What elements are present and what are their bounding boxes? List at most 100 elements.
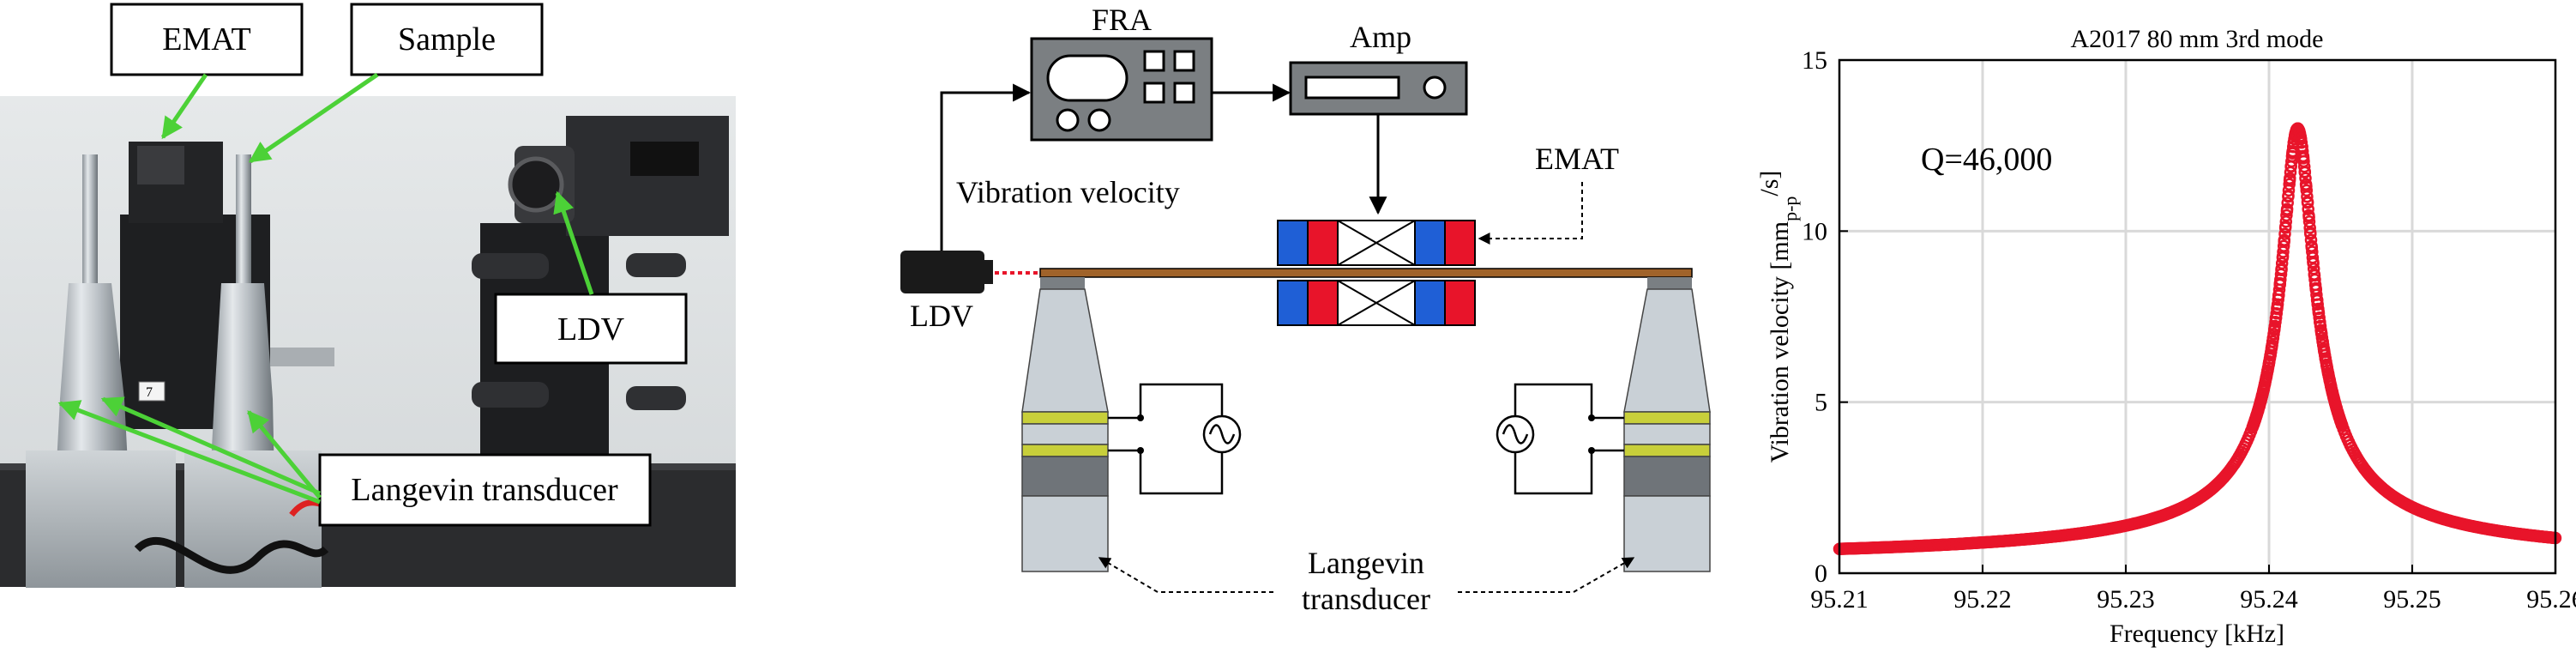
data-point: [2280, 203, 2294, 215]
magnet-lower-1: [1277, 280, 1309, 326]
label-box-emat: [110, 3, 304, 76]
emat-pointer: [1478, 182, 1583, 245]
data-point: [2278, 233, 2291, 246]
horn-left-electrode-2: [1021, 444, 1109, 457]
callout-langevin-3: [57, 400, 321, 505]
data-point: [2281, 197, 2294, 209]
y-tick-label: 0: [1815, 559, 1827, 588]
x-tick-label: 95.25: [2383, 585, 2441, 614]
magnet-lower-3: [1414, 280, 1446, 326]
langevin-pointer-left: [1098, 557, 1273, 593]
emat-label: EMAT: [1535, 142, 1619, 176]
y-tick-label: 5: [1815, 389, 1827, 417]
horn-right-backmass-2: [1623, 495, 1711, 572]
x-axis-label: Frequency [kHz]: [2110, 620, 2284, 648]
data-point: [2297, 160, 2311, 173]
coil-lower-x2: [1337, 280, 1416, 326]
fra-key-3: [1143, 82, 1165, 104]
horn-left-tip: [1040, 277, 1085, 289]
setup-photo: 7 EMAT Sample LDV Langevin transducer: [0, 3, 736, 588]
magnet-upper-4: [1444, 220, 1476, 266]
data-point: [2299, 178, 2313, 191]
magnet-upper-2: [1307, 220, 1339, 266]
ac-source-left-wave: [1208, 424, 1236, 444]
x-tick-label: 95.22: [1953, 585, 2012, 614]
data-point: [2275, 257, 2289, 270]
data-point: [2302, 209, 2315, 222]
photo-micrometer: [270, 348, 334, 366]
horn-right-piezo-gap: [1623, 423, 1711, 445]
photo-stage-knob-1: [472, 253, 549, 279]
ldv-nose: [983, 260, 993, 284]
horn-left-piezo-gap: [1021, 423, 1109, 445]
x-tick-label: 95.24: [2240, 585, 2298, 614]
y-axis-label-tail: /s]: [1755, 171, 1784, 197]
plot-area: [1839, 60, 2555, 573]
data-point: [2269, 311, 2283, 324]
y-axis-label-sub: p-p: [1779, 197, 1801, 221]
magnet-lower-2: [1307, 280, 1339, 326]
fra-knob-1: [1056, 108, 1080, 132]
photo-stage-knob-3: [626, 253, 686, 277]
photo-horn-left: [56, 283, 129, 481]
data-point: [2282, 184, 2296, 197]
langevin-label-line2: transducer: [1302, 582, 1430, 616]
photo-housing-right: [184, 450, 322, 588]
photo-horn-right-rod: [236, 154, 251, 283]
data-point: [2313, 311, 2326, 324]
plot-frame: [1838, 58, 2557, 575]
y-axis-label-main: Vibration velocity [mm: [1766, 221, 1794, 463]
y-axis-label-group: Vibration velocity [mmp-p/s]: [1755, 171, 1801, 463]
coil-upper-x2: [1337, 220, 1416, 266]
horn-left-circuit: [1139, 383, 1224, 495]
fra-key-2: [1173, 50, 1195, 72]
photo-sticker: [138, 381, 166, 402]
data-point: [2300, 184, 2314, 197]
x-tick-label: 95.23: [2097, 585, 2155, 614]
horn-left-electrode-1: [1021, 411, 1109, 425]
label-sample: Sample: [398, 21, 496, 57]
photo-horn-left-rod: [82, 154, 98, 283]
sample-bar: [1039, 268, 1693, 278]
label-box-langevin: [318, 453, 652, 527]
photo-housing-left: [26, 450, 176, 588]
fra-knob-2: [1087, 108, 1111, 132]
data-point: [2302, 215, 2316, 228]
photo-sticker-text: 7: [146, 385, 153, 400]
emat-upper: [1277, 220, 1476, 266]
ldv-body: [900, 251, 984, 293]
photo-stage-knob-2: [472, 382, 549, 408]
chart-title: A2017 80 mm 3rd mode: [2071, 25, 2324, 53]
callout-arrows: [57, 72, 594, 505]
ac-source-right-wave: [1502, 424, 1529, 444]
y-tick-label: 10: [1802, 217, 1827, 245]
wire-ldv-to-fra: [940, 83, 1032, 251]
horn-left-body: [1021, 288, 1109, 413]
data-point: [2278, 221, 2292, 234]
data-point: [2270, 306, 2284, 320]
data-points: [1833, 122, 2562, 555]
data-point: [2301, 197, 2314, 209]
horn-left-backmass-1: [1021, 456, 1109, 497]
fra-title: FRA: [1092, 3, 1152, 37]
data-point: [2299, 172, 2312, 185]
schematic-diagram: FRA Amp Vibration velocity LDV: [900, 3, 1711, 616]
emat-lower: [1277, 280, 1476, 326]
horn-right-electrode-1: [1623, 411, 1711, 425]
chart-annotation: Q=46,000: [1921, 142, 2052, 178]
label-box-sample: [350, 3, 544, 76]
callout-langevin-1: [100, 396, 321, 496]
data-point: [2336, 419, 2349, 432]
data-point: [2284, 172, 2296, 185]
photo-ldv-lens-ring: [508, 156, 564, 213]
x-tick-label: 95.26: [2526, 585, 2576, 614]
label-ldv: LDV: [557, 311, 625, 348]
data-point: [2278, 227, 2291, 240]
data-point: [2306, 245, 2319, 258]
fra-display: [1046, 54, 1129, 102]
photo-ldv-display: [630, 142, 699, 176]
data-point: [2312, 306, 2326, 320]
fra-key-1: [1143, 50, 1165, 72]
horn-right-electrode-2: [1623, 444, 1711, 457]
